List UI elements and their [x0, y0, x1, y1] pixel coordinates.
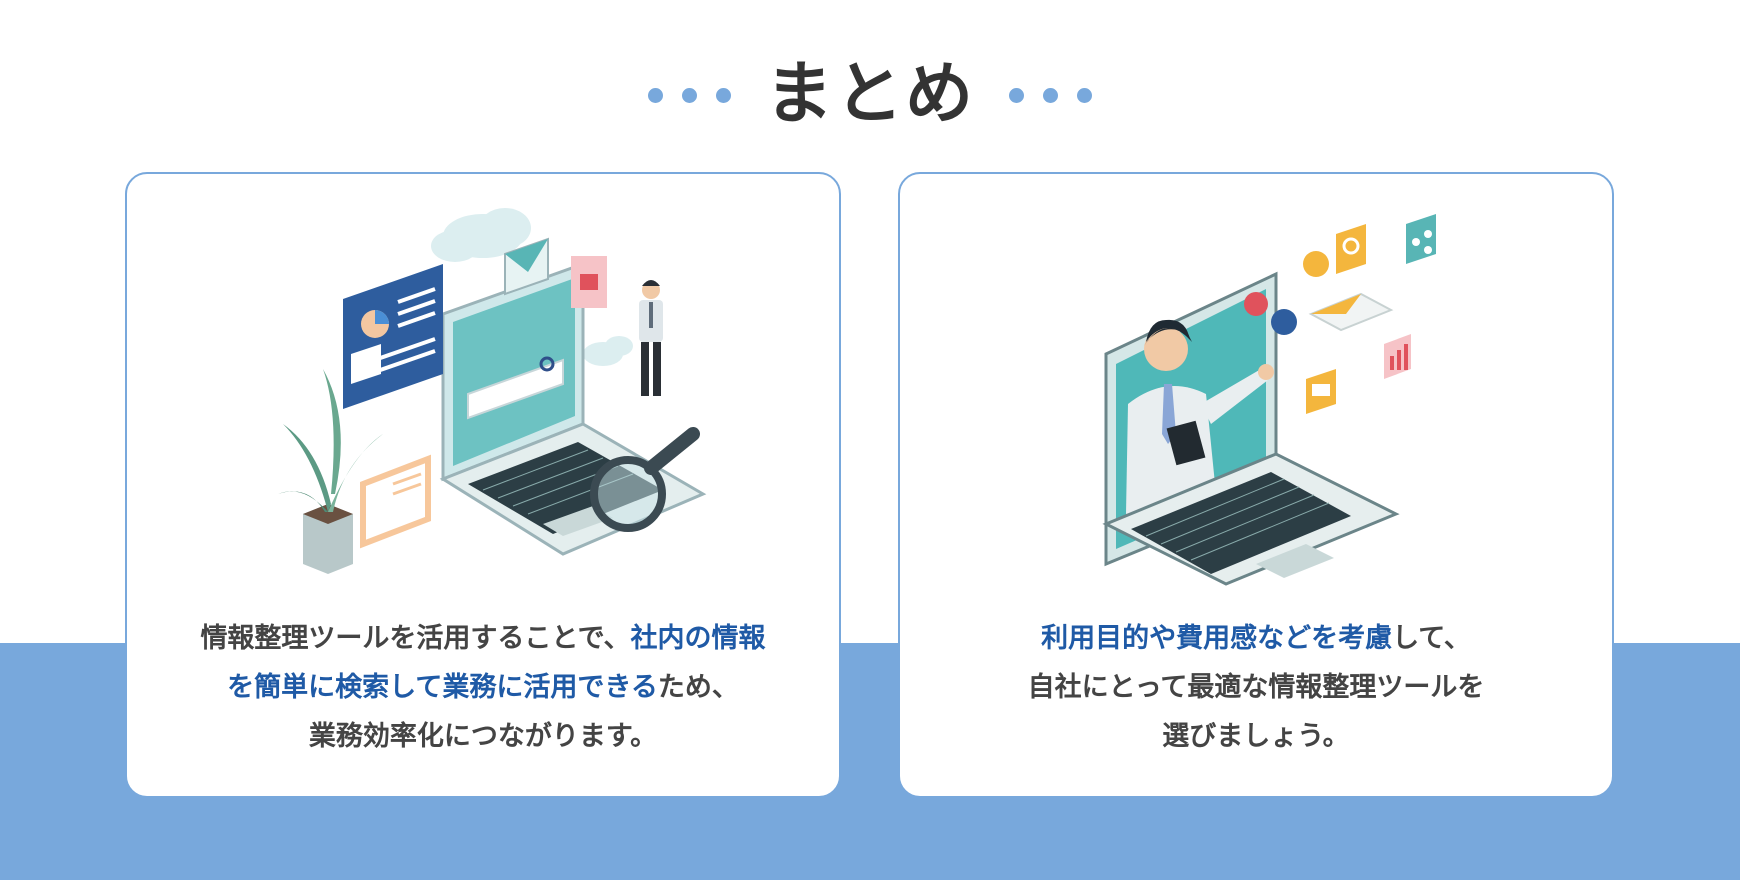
text-segment: 情報整理ツールを活用することで、 [200, 623, 631, 654]
text-line: 選びましょう。 [920, 712, 1592, 761]
dot [647, 87, 663, 103]
summary-card-search: 情報整理ツールを活用することで、社内の情報 を簡単に検索して業務に活用できるため… [125, 172, 841, 798]
text-segment: ため、 [657, 672, 739, 703]
left-dots-decoration [647, 87, 731, 103]
dot [1077, 87, 1092, 103]
dot [1009, 87, 1024, 103]
title-row: まとめ [0, 52, 1740, 138]
highlight-text: 社内の情報 [630, 623, 766, 654]
dot [715, 87, 731, 103]
dot [1043, 87, 1058, 103]
text-line: 情報整理ツールを活用することで、社内の情報 [147, 614, 819, 663]
text-segment: 自社にとって最適な情報整理ツールを [1027, 672, 1485, 703]
text-segment: 選びましょう。 [1162, 721, 1350, 752]
text-segment: して、 [1392, 623, 1471, 654]
text-line: 自社にとって最適な情報整理ツールを [920, 663, 1592, 712]
right-dots-decoration [1009, 87, 1092, 103]
highlight-text: 利用目的や費用感などを考慮 [1041, 623, 1393, 654]
laptop-presenter-illustration [1102, 214, 1436, 586]
card-text: 利用目的や費用感などを考慮して、 自社にとって最適な情報整理ツールを 選びましょ… [920, 614, 1592, 761]
laptop-search-illustration [278, 208, 707, 574]
summary-card-selection: 利用目的や費用感などを考慮して、 自社にとって最適な情報整理ツールを 選びましょ… [898, 172, 1614, 798]
dot [681, 87, 697, 103]
text-line: 業務効率化につながります。 [147, 712, 819, 761]
text-line: を簡単に検索して業務に活用できるため、 [147, 663, 819, 712]
highlight-text: を簡単に検索して業務に活用できる [227, 672, 658, 703]
text-line: 利用目的や費用感などを考慮して、 [920, 614, 1592, 663]
page-title: まとめ [764, 55, 975, 134]
text-segment: 業務効率化につながります。 [308, 721, 658, 752]
card-text: 情報整理ツールを活用することで、社内の情報 を簡単に検索して業務に活用できるため… [147, 614, 819, 761]
